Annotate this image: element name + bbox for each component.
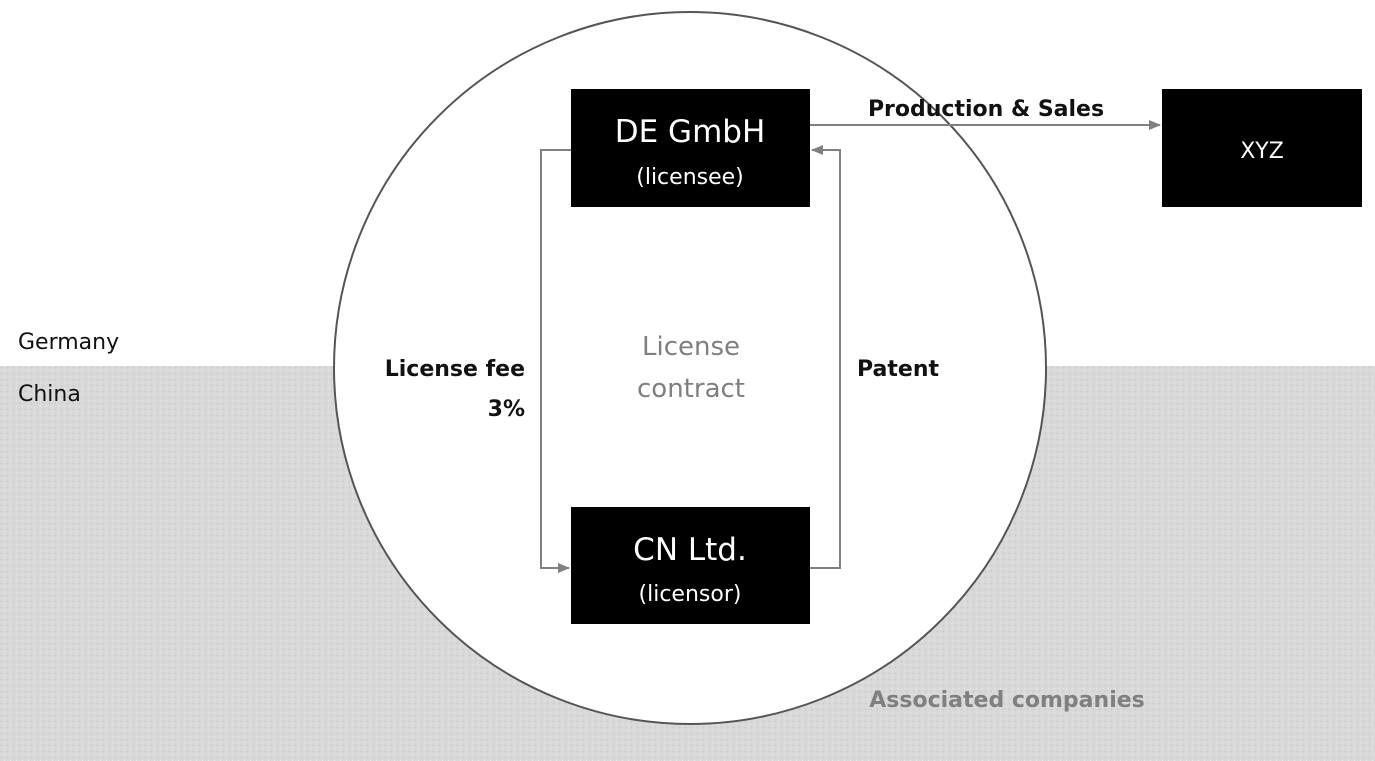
china-label: China bbox=[18, 382, 81, 407]
license-fee-percent: 3% bbox=[488, 397, 525, 422]
license-contract-line2: contract bbox=[637, 374, 745, 404]
license-fee-arrow bbox=[540, 149, 571, 573]
associated-companies-label: Associated companies bbox=[869, 688, 1145, 713]
patent-arrow bbox=[810, 145, 841, 569]
de-gmbh-box bbox=[571, 89, 810, 207]
production-sales-label: Production & Sales bbox=[868, 97, 1104, 122]
patent-label: Patent bbox=[857, 357, 939, 382]
cn-ltd-box bbox=[571, 507, 810, 624]
associated-companies-circle bbox=[333, 11, 1047, 725]
de-gmbh-subtitle: (licensee) bbox=[636, 165, 744, 190]
de-gmbh-title: DE GmbH bbox=[615, 114, 766, 150]
xyz-label: XYZ bbox=[1240, 139, 1284, 164]
license-contract-line1: License bbox=[642, 332, 740, 362]
license-fee-label: License fee bbox=[385, 357, 525, 382]
cn-ltd-subtitle: (licensor) bbox=[639, 582, 742, 607]
germany-label: Germany bbox=[18, 330, 119, 355]
cn-ltd-title: CN Ltd. bbox=[633, 532, 747, 568]
xyz-box bbox=[1162, 89, 1362, 207]
